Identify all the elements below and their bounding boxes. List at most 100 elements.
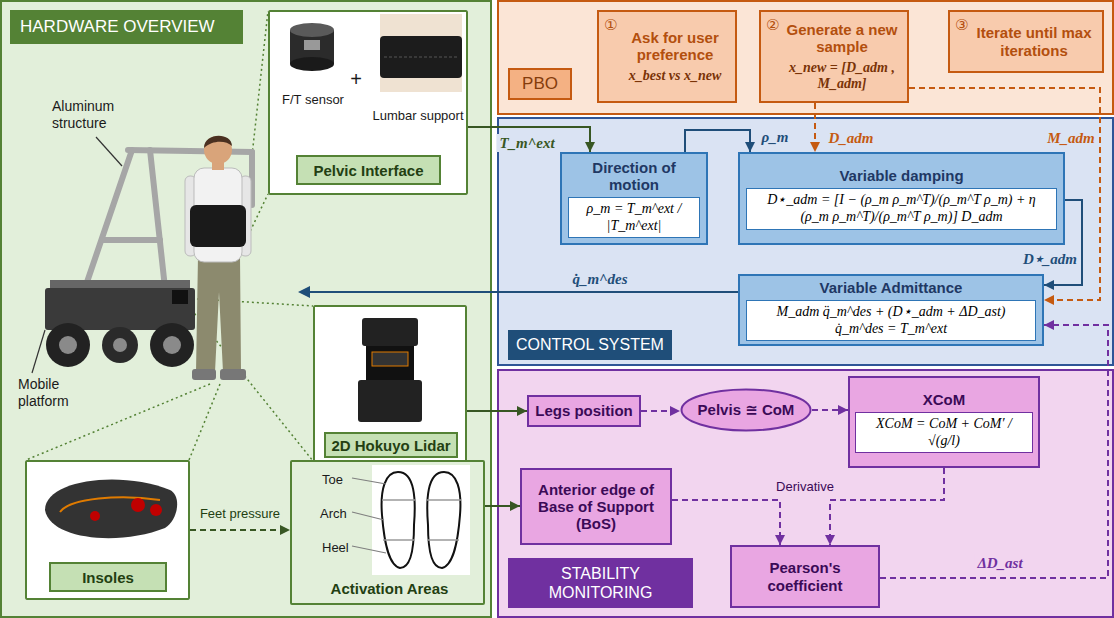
connector xyxy=(467,406,527,416)
box-title: Anterior edge of Base of Support (BoS) xyxy=(527,481,665,533)
connector xyxy=(685,130,755,152)
callout-number: ② xyxy=(766,16,779,34)
arrowhead xyxy=(1044,280,1054,290)
panel-title: HARDWARE OVERVIEW xyxy=(10,10,243,44)
arrowhead xyxy=(838,405,848,415)
step-box: ③ Iterate until max iterations xyxy=(948,10,1104,73)
box-title: Pearson's coefficient xyxy=(737,559,873,594)
connector-label: M_adm xyxy=(1044,129,1098,147)
formula-box: M_adm q̈_m^des + (D⋆_adm + ΔD_ast) q̇_m^… xyxy=(746,300,1036,342)
connector-line xyxy=(672,500,780,545)
connector-label: Feet pressure xyxy=(197,506,283,522)
arrowhead xyxy=(585,142,595,152)
process-box: Legs position xyxy=(527,395,641,427)
box-title: Legs position xyxy=(535,402,633,419)
component-label: Insoles xyxy=(49,562,167,592)
part-caption: Lumbar support xyxy=(370,108,466,124)
connector xyxy=(672,500,785,545)
panel-title: PBO xyxy=(508,68,572,100)
process-box: Variable dampingD⋆_adm = [I − (ρ_m ρ_m^T… xyxy=(738,152,1065,245)
arrowhead xyxy=(1044,320,1054,330)
component-label: Activation Areas xyxy=(300,580,479,597)
connector-line xyxy=(190,529,290,531)
component-label: Pelvic Interface xyxy=(296,155,441,185)
box-title: Pelvis ≅ CoM xyxy=(698,401,795,418)
callout-label: Mobile platform xyxy=(18,376,98,410)
area-label: Arch xyxy=(320,506,347,522)
box-title: Variable damping xyxy=(839,167,963,184)
arrowhead xyxy=(280,525,290,535)
mobile-platform xyxy=(45,280,195,367)
plus-sign: + xyxy=(346,68,366,91)
arrowhead xyxy=(510,501,520,511)
connector xyxy=(825,468,944,545)
ellipse-node: Pelvis ≅ CoM xyxy=(680,388,812,432)
connector-line xyxy=(830,468,944,545)
connector xyxy=(485,501,520,511)
connector-label: ΔD_ast xyxy=(974,554,1025,572)
lidar-box: 2D Hokuyo Lidar xyxy=(313,305,467,462)
connector-label: T_m^ext xyxy=(496,134,557,152)
arrowhead xyxy=(1044,295,1054,305)
formula-box: D⋆_adm = [I − (ρ_m ρ_m^T)/(ρ_m^T ρ_m) + … xyxy=(746,188,1057,230)
lumbar-support-icon xyxy=(380,14,462,92)
step-title: Iterate until max iterations xyxy=(974,24,1094,59)
process-box: Variable AdmittanceM_adm q̈_m^des + (D⋆_… xyxy=(738,274,1044,346)
pbo-panel: PBO ① Ask for user preference x_best vs x_n… xyxy=(498,0,1114,115)
formula: x_best vs x_new xyxy=(629,68,722,84)
process-box: Direction of motion ρ_m = T_m^ext / |T_m^… xyxy=(560,152,708,245)
control-panel: CONTROL SYSTEM Direction of motion ρ_m = T… xyxy=(498,118,1114,365)
arrowhead xyxy=(517,406,527,416)
activation-areas-box: ToeArchHeelActivation Areas xyxy=(290,460,485,605)
component-label: 2D Hokuyo Lidar xyxy=(324,432,458,458)
step-box: ① Ask for user preference x_best vs x_new xyxy=(597,10,737,103)
arrowhead xyxy=(775,535,785,545)
velocity-command-arrow xyxy=(298,286,738,298)
pelvic-interface-box: F/T sensor+ Lumbar supportPelvic Interfac… xyxy=(268,10,468,195)
connector-label: ρ_m xyxy=(759,128,792,146)
process-box: Anterior edge of Base of Support (BoS) xyxy=(520,468,672,545)
feet-pressure-map xyxy=(352,465,470,575)
process-box: Pearson's coefficient xyxy=(730,545,880,608)
arrowhead xyxy=(825,535,835,545)
panel-title: STABILITY MONITORING xyxy=(508,558,693,608)
person xyxy=(185,136,251,380)
connector-line xyxy=(468,127,590,152)
connector xyxy=(810,103,820,152)
area-label: Heel xyxy=(322,540,349,556)
box-title: XCoM xyxy=(923,391,966,408)
box-grounds xyxy=(25,10,468,600)
part-caption: F/T sensor xyxy=(282,92,344,108)
step-box: ②Generate a new samplex_new = [D_adm , M… xyxy=(759,10,909,103)
formula-box: XCoM = CoM + CoM′ / √(g/l) xyxy=(855,412,1033,454)
callout-number: ③ xyxy=(955,16,968,34)
signal-label: q̇_m^des xyxy=(569,270,630,288)
connector xyxy=(812,405,848,415)
step-title: Generate a new sample xyxy=(785,21,899,56)
connector xyxy=(641,406,680,416)
process-box: XCoM XCoM = CoM + CoM′ / √(g/l) xyxy=(848,376,1040,468)
step-title: Ask for user preference xyxy=(623,29,727,64)
insole-icon xyxy=(45,480,177,539)
connector xyxy=(468,127,595,152)
box-title: Direction of motion xyxy=(568,159,700,193)
insoles-box: Insoles xyxy=(25,460,190,600)
formula-box: ρ_m = T_m^ext / |T_m^ext| xyxy=(568,197,700,239)
callout-number: ① xyxy=(604,16,617,34)
ft-sensor-icon xyxy=(290,23,334,71)
arrowhead xyxy=(670,406,680,416)
hardware-panel: HARDWARE OVERVIEW F/T sensor+ Lumbar suppo… xyxy=(0,0,492,618)
connector-label: D⋆_adm xyxy=(1020,250,1080,268)
connector-label: D_adm xyxy=(826,129,877,147)
arrowhead xyxy=(745,142,755,152)
callout-label: Aluminum structure xyxy=(52,98,132,132)
box-title: Variable Admittance xyxy=(820,279,963,296)
lidar-icon xyxy=(358,318,422,422)
area-label: Toe xyxy=(322,472,343,488)
connector xyxy=(190,525,290,535)
connector-label: Derivative xyxy=(773,479,837,495)
panel-title: CONTROL SYSTEM xyxy=(508,330,672,360)
arrowhead xyxy=(810,142,820,152)
